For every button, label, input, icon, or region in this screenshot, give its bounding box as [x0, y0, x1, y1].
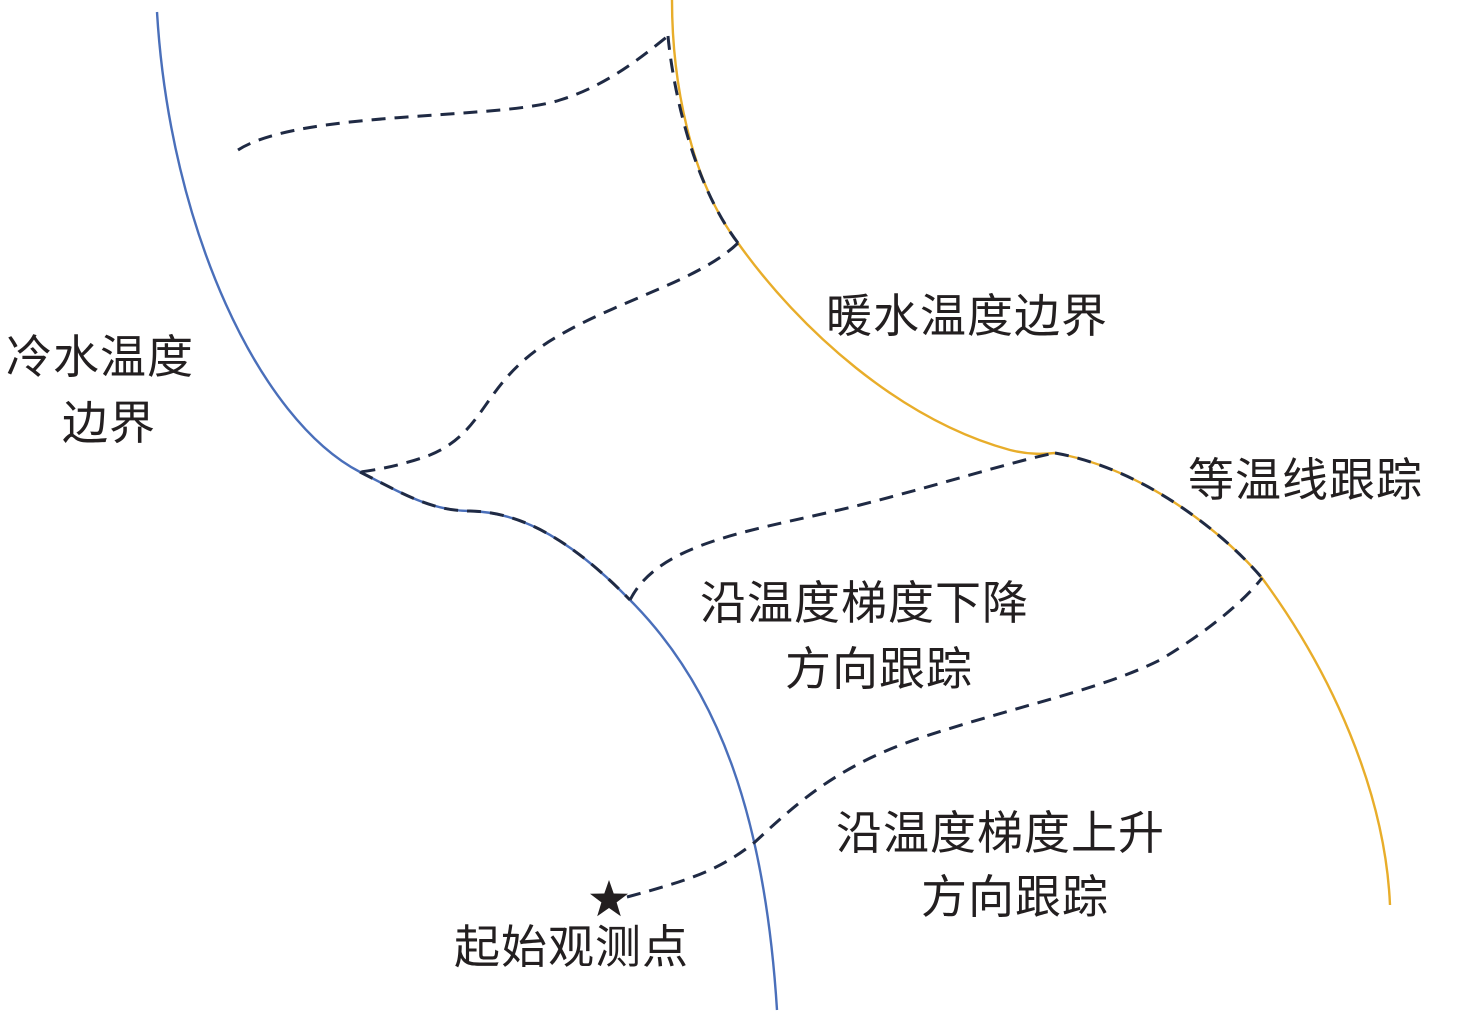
warm-boundary-label: 暖水温度边界 [826, 289, 1108, 343]
gradient-ascent-label-line2: 方向跟踪 [921, 870, 1109, 924]
isotherm-track-warm-lower [1054, 451, 1264, 579]
start-point-label: 起始观测点 [454, 920, 689, 974]
isotherm-track-warm-upper [666, 35, 740, 244]
cold-boundary-label-line1: 冷水温度 [6, 330, 194, 384]
gradient-descent-label-line1: 沿温度梯度下降 [700, 576, 1029, 630]
cold-boundary-label-line2: 边界 [62, 396, 156, 450]
isotherm-tracking-label: 等温线跟踪 [1188, 453, 1423, 507]
gradient-track-top [237, 34, 669, 152]
gradient-ascent-label-line1: 沿温度梯度上升 [836, 806, 1165, 860]
isotherm-track-cold [359, 470, 632, 602]
warm-boundary-curve [670, 0, 1392, 906]
gradient-descent-track [359, 241, 740, 474]
star-icon [590, 880, 628, 917]
gradient-descent-label-line2: 方向跟踪 [785, 642, 973, 696]
gradient-ascent-track-start [626, 577, 1264, 899]
gradient-ascent-track-mid [628, 451, 1056, 601]
